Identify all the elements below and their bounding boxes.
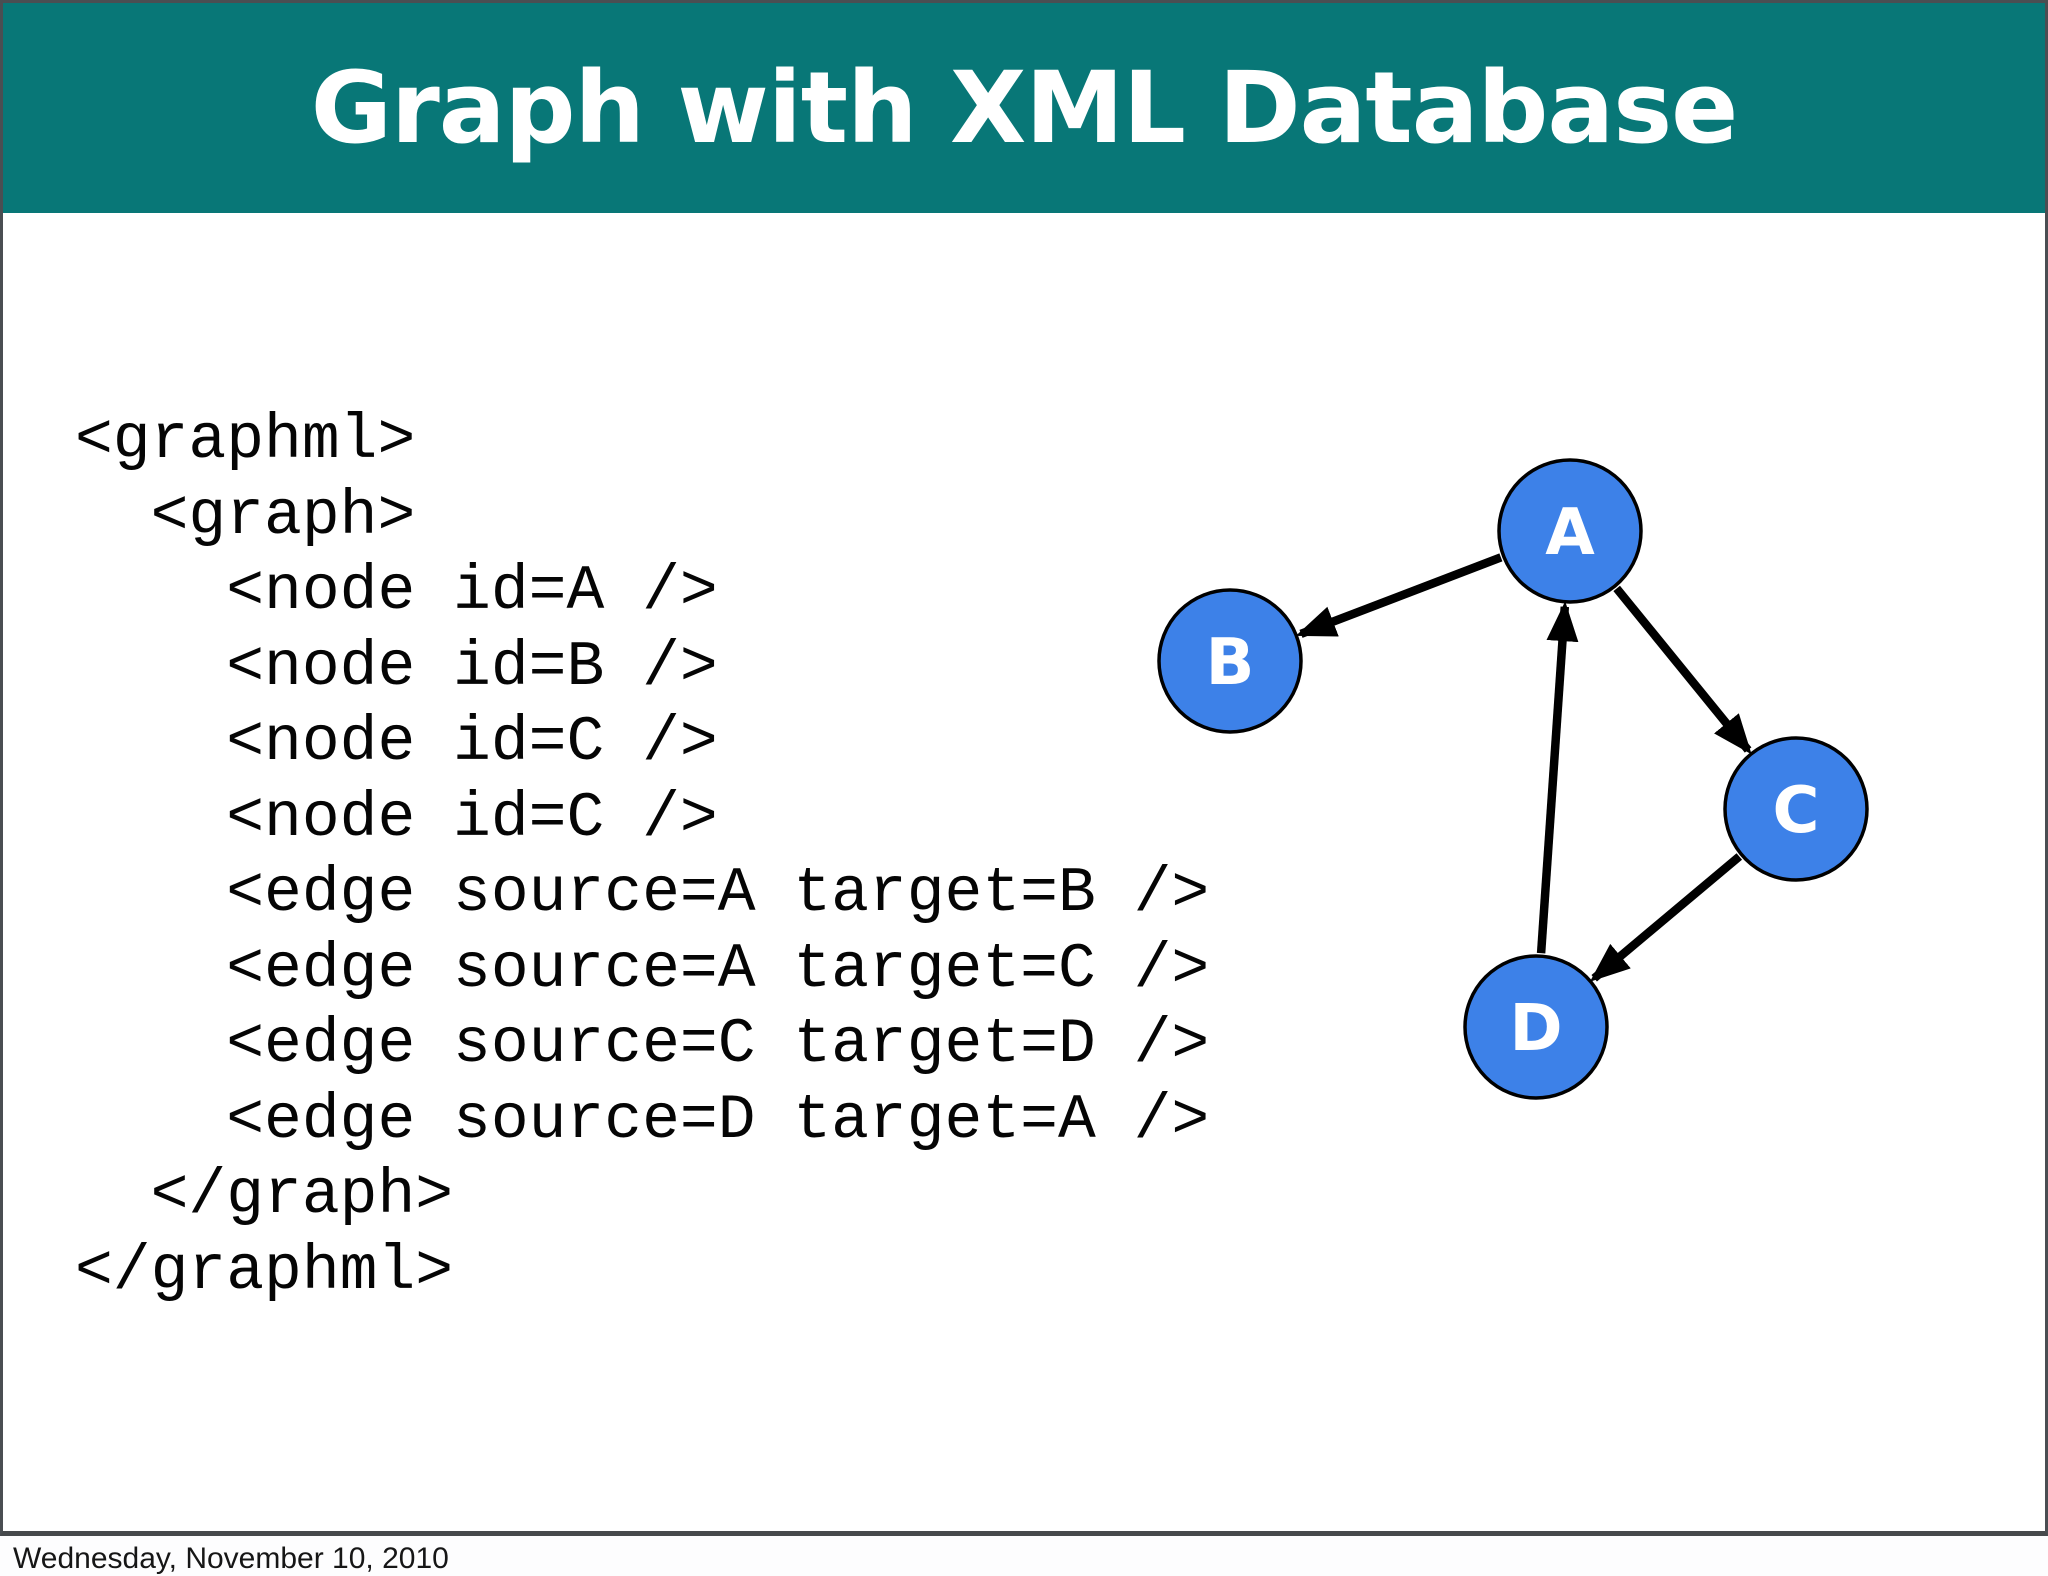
code-line: <edge source=A target=B /> [75, 858, 1210, 929]
graph-diagram: A B C D [1157, 458, 1869, 1100]
node-circle-D [1463, 954, 1609, 1100]
code-line: </graphml> [75, 1235, 454, 1307]
node-label-D: D [1509, 992, 1562, 1066]
node-label-B: B [1206, 626, 1255, 700]
slide: Graph with XML Database <graphml> <graph… [0, 0, 2048, 1536]
code-line: <edge source=C target=D /> [75, 1009, 1210, 1080]
code-line: <node id=C /> [75, 782, 718, 854]
code-line: <node id=A /> [75, 556, 718, 627]
node-B: B [1157, 588, 1303, 734]
footer-date: Wednesday, November 10, 2010 [13, 1542, 449, 1575]
code-line: <graphml> [75, 405, 416, 476]
node-circle-B [1157, 588, 1303, 734]
node-layer: A B C D [1157, 458, 1869, 1100]
node-circle-C [1723, 736, 1869, 882]
edge-C-D [1589, 853, 1743, 982]
slide-title: Graph with XML Database [310, 50, 1739, 166]
node-circle-A [1497, 458, 1643, 604]
edge-A-C [1613, 585, 1752, 755]
node-label-C: C [1773, 774, 1820, 848]
node-C: C [1723, 736, 1869, 882]
node-D: D [1463, 954, 1609, 1100]
xml-code-block: <graphml> <graph> <node id=A /> <node id… [75, 403, 1209, 1309]
code-line: <node id=C /> [75, 707, 718, 778]
node-label-A: A [1545, 496, 1595, 570]
code-line: <node id=B /> [75, 631, 718, 703]
edge-A-B [1295, 553, 1503, 638]
code-line: </graph> [75, 1160, 454, 1231]
code-line: <edge source=D target=A /> [75, 1084, 1210, 1156]
node-A: A [1497, 458, 1643, 604]
code-line: <graph> [75, 480, 416, 552]
edge-D-A [1536, 601, 1579, 954]
slide-header: Graph with XML Database [3, 3, 2045, 213]
code-line: <edge source=A target=C /> [75, 933, 1210, 1005]
edge-layer [1295, 553, 1752, 982]
